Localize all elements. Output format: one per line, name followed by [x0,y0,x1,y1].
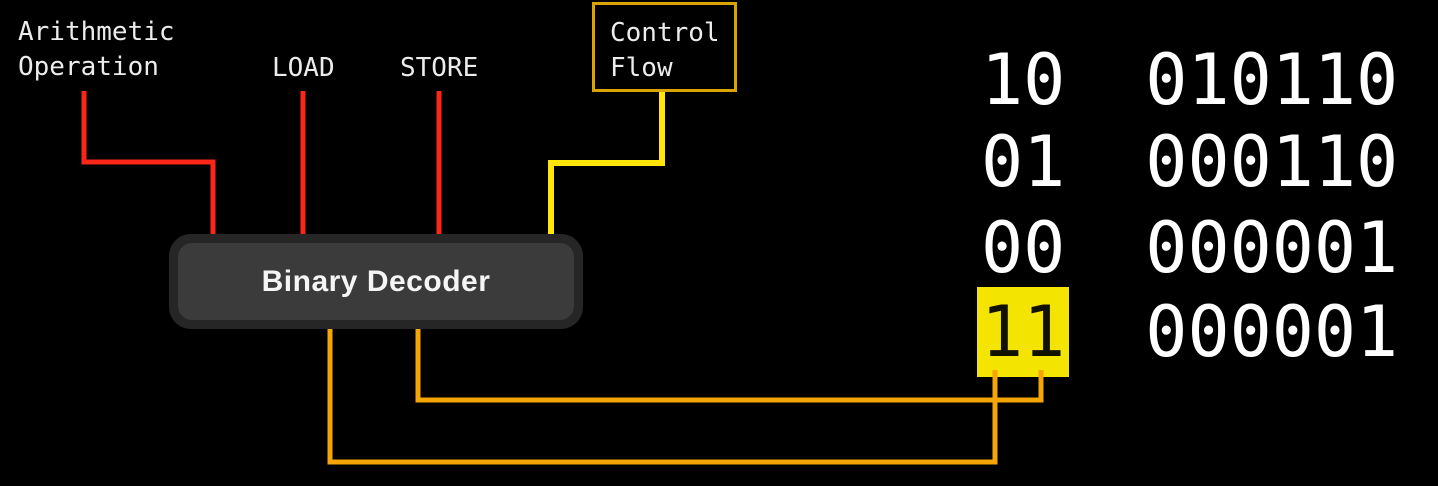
binary-decoder-label: Binary Decoder [261,264,491,298]
opcode-row: 10 010110 [981,45,1398,115]
label-arithmetic-line1: Arithmetic [18,17,175,47]
wire-control-flow [548,90,665,240]
opcode-value: 01 [981,121,1066,203]
label-store: STORE [400,53,479,83]
opcode-row: 11 000001 [977,287,1399,377]
control-flow-line1: Control [610,18,720,48]
instruction-bits: 000001 [1145,291,1399,373]
opcode-row: 01 000110 [981,127,1398,197]
binary-decoder-box: Binary Decoder [169,234,583,329]
binary-decoder-face [178,243,574,320]
wire-decoder-output-left [327,324,998,465]
opcode-value: 00 [981,207,1066,289]
label-arithmetic-line2: Operation [18,52,159,82]
instruction-bits: 010110 [1145,39,1399,121]
wire-decoder-output-right [415,324,1044,403]
label-load: LOAD [272,53,335,83]
instruction-bits: 000001 [1145,207,1399,289]
wire-arithmetic-operation [81,91,216,240]
opcode-value-highlighted: 11 [977,287,1070,377]
instruction-bits: 000110 [1145,121,1399,203]
opcode-row: 00 000001 [981,213,1398,283]
opcode-value: 10 [981,39,1066,121]
control-flow-line2: Flow [610,53,673,83]
